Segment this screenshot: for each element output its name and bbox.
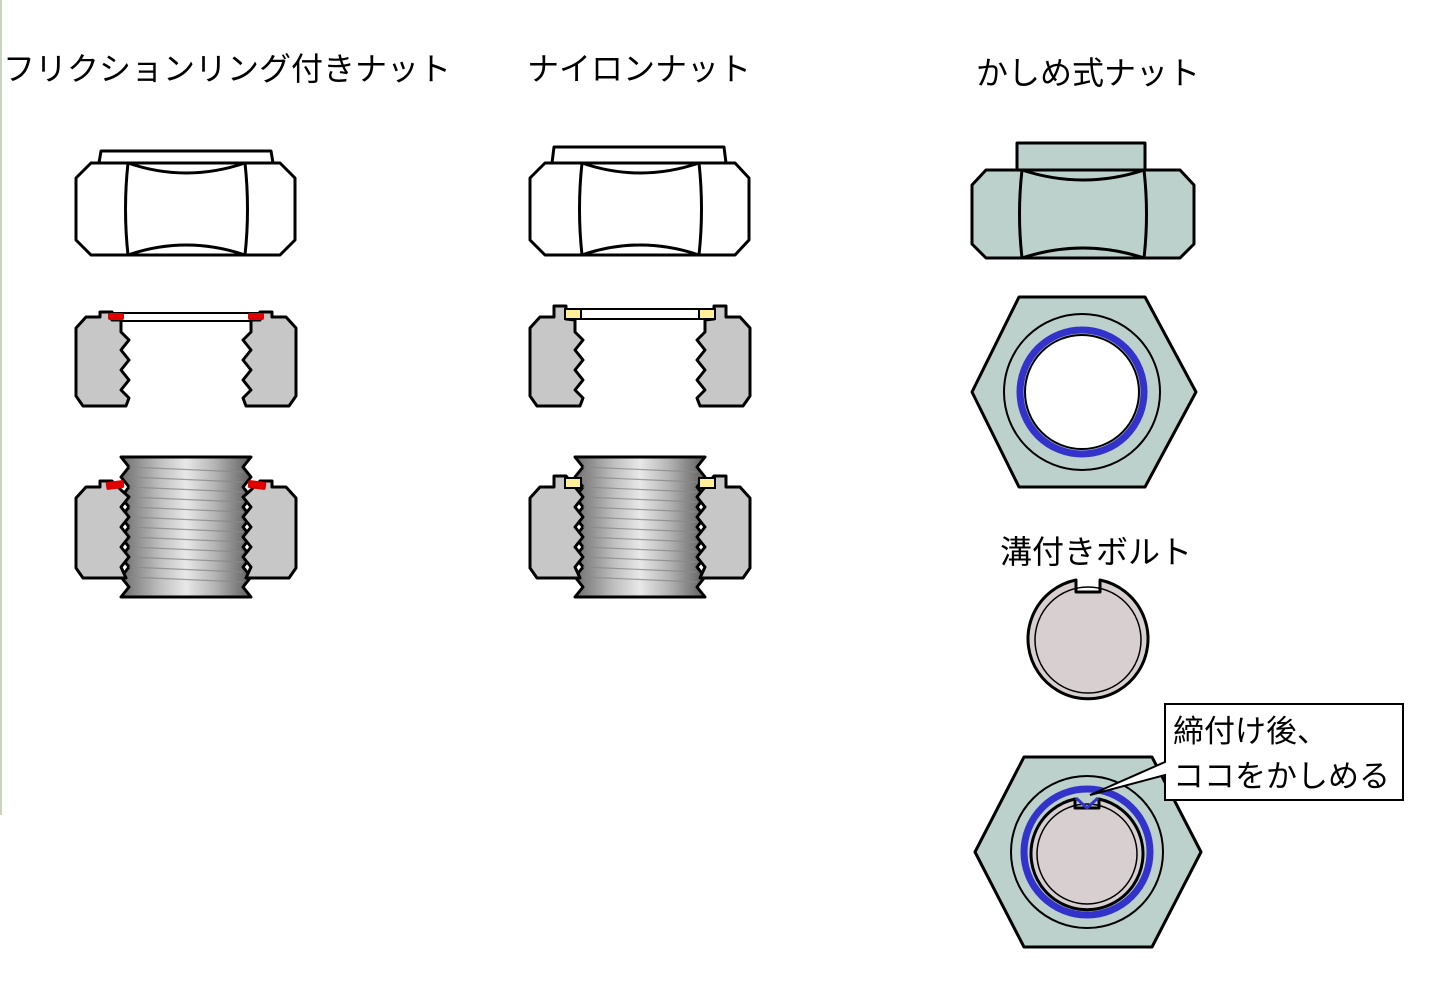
nylon-ring-left [564,308,582,320]
callout-line1: 締付け後、 [1173,714,1328,750]
friction-side-view [74,149,297,257]
caulk-ring [1016,326,1148,458]
friction-section-right [241,310,298,408]
nylon-side-view [528,145,751,257]
caulk-side-view [970,141,1196,260]
nylon-section-right [695,304,752,408]
caulk-assembled [973,755,1203,949]
friction-assembled [74,455,298,599]
slotted-bolt-title: 溝付きボルト [1000,533,1192,571]
friction-title: フリクションリング付きナット [3,50,451,88]
nylon-assembled [528,455,752,599]
friction-section [74,310,298,408]
callout-line2: ココをかしめる [1173,759,1390,795]
friction-ring-left [108,313,124,320]
friction-ring-right [248,313,264,320]
nylon-ring-right [698,308,716,320]
nylon-section [528,304,752,408]
friction-section-left [74,310,131,408]
caulk-top-view [970,295,1198,489]
nylon-title: ナイロンナット [527,50,751,88]
caulk-title: かしめ式ナット [976,54,1200,92]
slotted-bolt [1026,578,1150,701]
nylon-section-left [528,304,585,408]
caulk-callout: 締付け後、 ココをかしめる [1089,703,1404,801]
